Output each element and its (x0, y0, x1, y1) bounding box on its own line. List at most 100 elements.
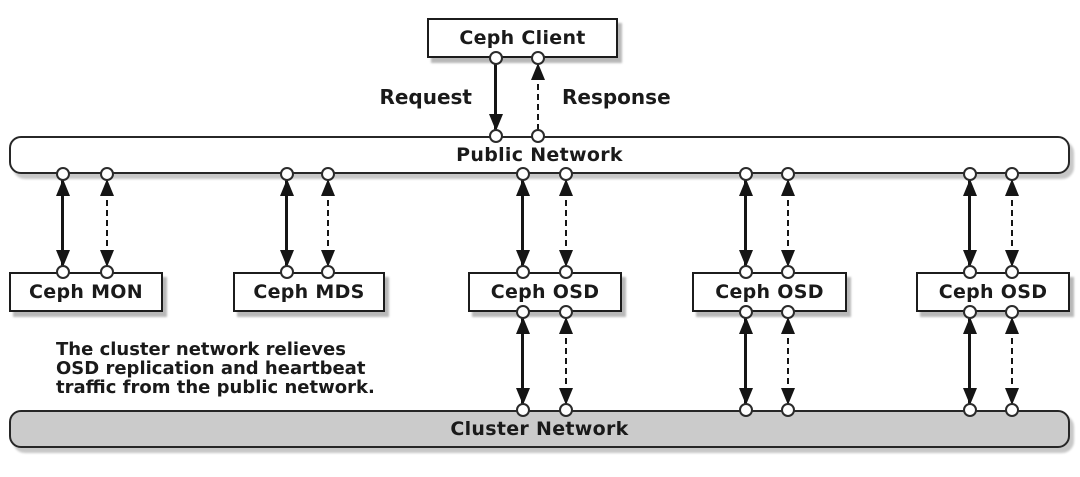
arrow-line (1011, 180, 1013, 266)
arrowhead-down-icon (100, 250, 114, 267)
caption-line: OSD replication and heartbeat (56, 358, 366, 379)
arrow-line (787, 180, 789, 266)
arrowhead-down-icon (963, 388, 977, 405)
connection-port (531, 129, 545, 143)
osd1-cluster-solid-arrow (515, 305, 531, 417)
arrowhead-up-icon (280, 179, 294, 196)
connection-port (56, 265, 70, 279)
arrowhead-up-icon (516, 179, 530, 196)
arrow-line (61, 180, 64, 266)
arrowhead-up-icon (781, 317, 795, 334)
connection-port (963, 403, 977, 417)
osd2-public-solid-arrow (738, 167, 754, 279)
arrow-line (968, 318, 971, 404)
public-network-label: Public Network (456, 144, 623, 166)
arrowhead-down-icon (739, 250, 753, 267)
osd3-public-dashed-arrow (1004, 167, 1020, 279)
arrow-line (537, 64, 539, 130)
connection-port (963, 305, 977, 319)
arrow-line (565, 318, 567, 404)
arrowhead-up-icon (321, 179, 335, 196)
connection-port (516, 265, 530, 279)
connection-port (559, 167, 573, 181)
connection-port (100, 167, 114, 181)
connection-port (321, 265, 335, 279)
arrowhead-up-icon (781, 179, 795, 196)
osd3-cluster-dashed-arrow (1004, 305, 1020, 417)
osd1-public-dashed-arrow (558, 167, 574, 279)
arrowhead-down-icon (489, 114, 503, 131)
arrowhead-down-icon (781, 388, 795, 405)
node-ceph-osd-1: Ceph OSD (468, 272, 622, 312)
mon-public-dashed-arrow (99, 167, 115, 279)
arrowhead-down-icon (56, 250, 70, 267)
osd2-public-dashed-arrow (780, 167, 796, 279)
osd2-cluster-solid-arrow (738, 305, 754, 417)
response-label: Response (562, 85, 671, 109)
connection-port (963, 167, 977, 181)
connection-port (489, 51, 503, 65)
osd2-cluster-dashed-arrow (780, 305, 796, 417)
cluster-network-label: Cluster Network (450, 418, 629, 440)
request-label: Request (379, 85, 472, 109)
node-label: Ceph OSD (715, 281, 824, 303)
arrowhead-up-icon (963, 179, 977, 196)
ceph-client-node: Ceph Client (427, 18, 618, 58)
connection-port (739, 403, 753, 417)
arrow-line (744, 180, 747, 266)
arrowhead-up-icon (56, 179, 70, 196)
arrowhead-up-icon (531, 63, 545, 80)
arrowhead-up-icon (516, 317, 530, 334)
arrow-line (787, 318, 789, 404)
connection-port (531, 51, 545, 65)
connection-port (516, 167, 530, 181)
connection-port (1005, 167, 1019, 181)
node-label: Ceph MDS (253, 281, 365, 303)
node-ceph-mds: Ceph MDS (233, 272, 385, 312)
arrow-line (521, 318, 524, 404)
arrowhead-down-icon (739, 388, 753, 405)
connection-port (280, 167, 294, 181)
connection-port (516, 403, 530, 417)
node-label: Ceph OSD (938, 281, 1048, 303)
arrowhead-down-icon (280, 250, 294, 267)
arrowhead-down-icon (781, 250, 795, 267)
node-label: Ceph MON (29, 281, 143, 303)
connection-port (781, 265, 795, 279)
arrowhead-up-icon (739, 317, 753, 334)
connection-port (56, 167, 70, 181)
caption-line: traffic from the public network. (56, 377, 375, 398)
node-label: Ceph OSD (490, 281, 600, 303)
connection-port (781, 167, 795, 181)
osd1-public-solid-arrow (515, 167, 531, 279)
osd3-public-solid-arrow (962, 167, 978, 279)
ceph-client-label: Ceph Client (459, 27, 586, 49)
connection-port (1005, 403, 1019, 417)
connection-port (489, 129, 503, 143)
osd3-cluster-solid-arrow (962, 305, 978, 417)
arrowhead-up-icon (100, 179, 114, 196)
arrowhead-up-icon (559, 179, 573, 196)
arrowhead-down-icon (1005, 388, 1019, 405)
arrowhead-down-icon (1005, 250, 1019, 267)
arrowhead-down-icon (516, 388, 530, 405)
response-arrow (530, 51, 546, 143)
arrow-line (744, 318, 747, 404)
arrowhead-down-icon (963, 250, 977, 267)
connection-port (321, 167, 335, 181)
connection-port (781, 403, 795, 417)
arrowhead-up-icon (1005, 317, 1019, 334)
connection-port (781, 305, 795, 319)
connection-port (559, 403, 573, 417)
arrowhead-up-icon (559, 317, 573, 334)
arrowhead-down-icon (321, 250, 335, 267)
node-ceph-osd-3: Ceph OSD (916, 272, 1070, 312)
mds-public-dashed-arrow (320, 167, 336, 279)
connection-port (516, 305, 530, 319)
request-arrow (488, 51, 504, 143)
arrow-line (565, 180, 567, 266)
arrowhead-up-icon (739, 179, 753, 196)
node-ceph-mon: Ceph MON (9, 272, 163, 312)
arrow-line (327, 180, 329, 266)
